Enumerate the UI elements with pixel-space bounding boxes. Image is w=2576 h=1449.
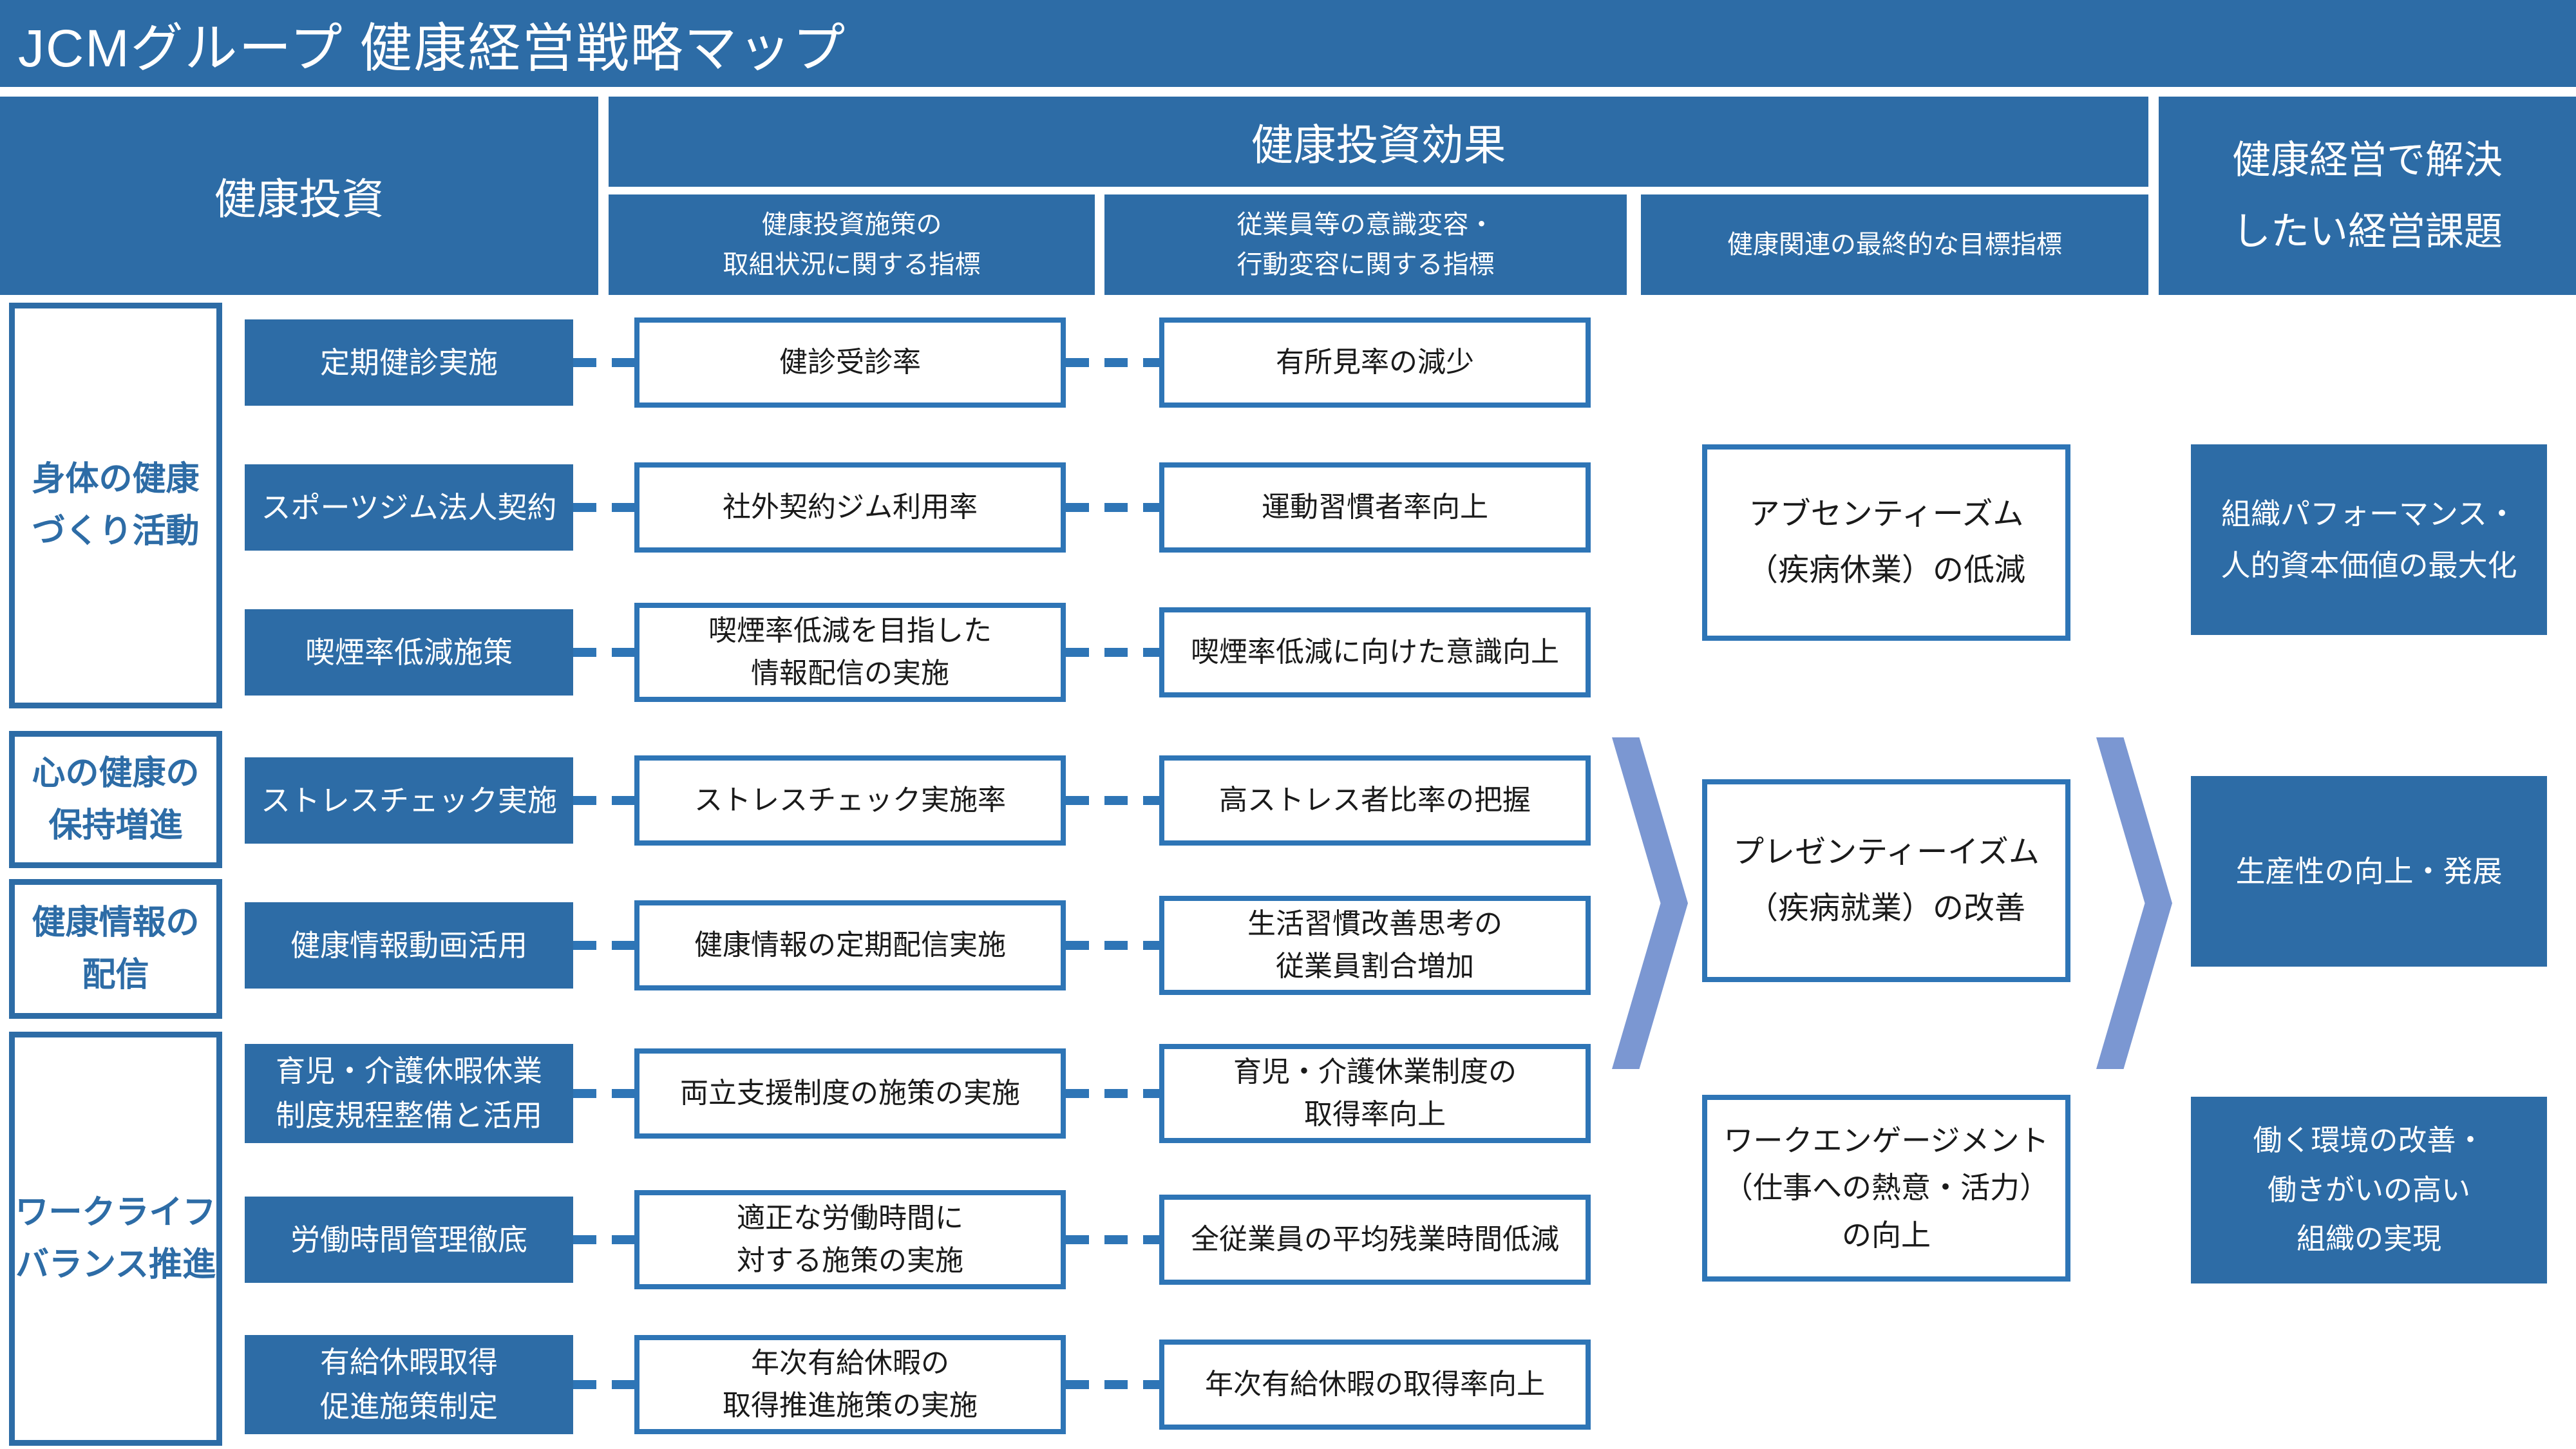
target-box-absenteeism: アブセンティーズム （疾病休業）の低減	[1702, 444, 2070, 641]
measure-box: 有給休暇取得 促進施策制定	[245, 1335, 573, 1434]
goal-box-environment: 働く環境の改善・ 働きがいの高い 組織の実現	[2191, 1097, 2547, 1283]
header-investment: 健康投資	[0, 97, 598, 295]
header-effect-sub-final: 健康関連の最終的な目標指標	[1641, 194, 2148, 295]
header-effect-sub-awareness: 従業員等の意識変容・ 行動変容に関する指標	[1104, 194, 1627, 295]
indicator-box: 健康情報の定期配信実施	[634, 900, 1066, 990]
dashed-connector	[1066, 1235, 1159, 1244]
category-health-info: 健康情報の 配信	[9, 879, 222, 1019]
outcome-box: 高ストレス者比率の把握	[1159, 755, 1591, 846]
right-chevron-arrow-icon	[2096, 737, 2172, 1069]
target-box-engagement: ワークエンゲージメント （仕事への熱意・活力） の向上	[1702, 1095, 2070, 1282]
dashed-connector	[1066, 941, 1159, 950]
outcome-box: 年次有給休暇の取得率向上	[1159, 1340, 1591, 1430]
outcome-box: 運動習慣者率向上	[1159, 462, 1591, 553]
title-banner: JCMグループ 健康経営戦略マップ	[0, 0, 2576, 87]
dashed-connector	[1066, 503, 1159, 512]
dashed-connector	[573, 648, 634, 657]
indicator-box: 健診受診率	[634, 317, 1066, 408]
category-mental-health: 心の健康の 保持増進	[9, 731, 222, 868]
dashed-connector	[1066, 358, 1159, 367]
dashed-connector	[1066, 796, 1159, 805]
dashed-connector	[573, 1089, 634, 1098]
indicator-box: 喫煙率低減を目指した 情報配信の実施	[634, 603, 1066, 702]
dashed-connector	[573, 358, 634, 367]
indicator-box: 適正な労働時間に 対する施策の実施	[634, 1190, 1066, 1289]
indicator-box: 両立支援制度の施策の実施	[634, 1048, 1066, 1139]
dashed-connector	[1066, 1380, 1159, 1389]
dashed-connector	[1066, 1089, 1159, 1098]
outcome-box: 生活習慣改善思考の 従業員割合増加	[1159, 896, 1591, 995]
indicator-box: 年次有給休暇の 取得推進施策の実施	[634, 1335, 1066, 1434]
goal-box-productivity: 生産性の向上・発展	[2191, 776, 2547, 967]
outcome-box: 全従業員の平均残業時間低減	[1159, 1195, 1591, 1285]
measure-box: スポーツジム法人契約	[245, 464, 573, 551]
category-work-life-balance: ワークライフ バランス推進	[9, 1032, 222, 1446]
measure-box: 労働時間管理徹底	[245, 1197, 573, 1283]
header-effect-sub-initiative: 健康投資施策の 取組状況に関する指標	[609, 194, 1095, 295]
dashed-connector	[573, 503, 634, 512]
goal-box-performance: 組織パフォーマンス・ 人的資本価値の最大化	[2191, 444, 2547, 635]
outcome-box: 喫煙率低減に向けた意識向上	[1159, 607, 1591, 697]
target-box-presenteeism: プレゼンティーイズム （疾病就業）の改善	[1702, 779, 2070, 982]
dashed-connector	[573, 796, 634, 805]
header-effect: 健康投資効果	[609, 97, 2148, 187]
measure-box: 喫煙率低減施策	[245, 609, 573, 696]
indicator-box: ストレスチェック実施率	[634, 755, 1066, 846]
outcome-box: 育児・介護休業制度の 取得率向上	[1159, 1044, 1591, 1143]
measure-box: 健康情報動画活用	[245, 902, 573, 989]
measure-box: 育児・介護休暇休業 制度規程整備と活用	[245, 1044, 573, 1143]
dashed-connector	[573, 1235, 634, 1244]
right-chevron-arrow-icon	[1612, 737, 1688, 1069]
measure-box: ストレスチェック実施	[245, 757, 573, 844]
dashed-connector	[1066, 648, 1159, 657]
header-management-issues: 健康経営で解決 したい経営課題	[2159, 97, 2576, 295]
dashed-connector	[573, 1380, 634, 1389]
outcome-box: 有所見率の減少	[1159, 317, 1591, 408]
page-title: JCMグループ 健康経営戦略マップ	[18, 19, 847, 78]
dashed-connector	[573, 941, 634, 950]
indicator-box: 社外契約ジム利用率	[634, 462, 1066, 553]
category-physical-health: 身体の健康 づくり活動	[9, 303, 222, 708]
measure-box: 定期健診実施	[245, 319, 573, 406]
